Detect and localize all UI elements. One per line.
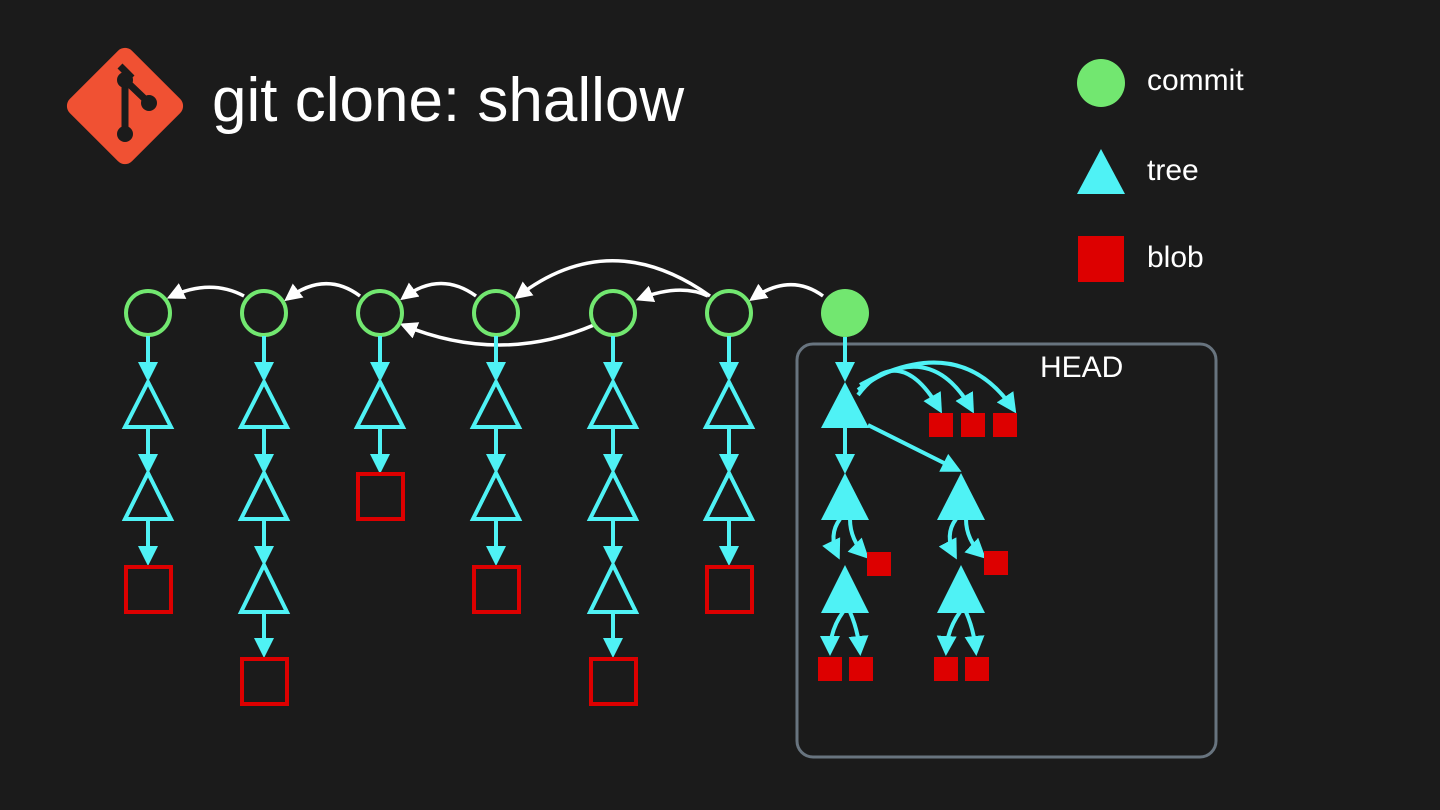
edge-c6-c5: [635, 285, 709, 303]
tree-node: [469, 377, 523, 429]
head-box: [795, 342, 1218, 759]
head-subtree-left: [821, 473, 869, 520]
tree-node: [237, 377, 291, 429]
legend-tree-label: tree: [1147, 154, 1199, 187]
tree-node: [121, 377, 175, 429]
tree-node: [353, 377, 407, 429]
blob-node: [867, 552, 891, 576]
commit-node: [240, 289, 288, 337]
head-root-tree: [821, 382, 869, 428]
commit-node: [705, 289, 753, 337]
blob-node: [961, 413, 985, 437]
edge-c6-c4: [514, 259, 712, 300]
legend-commit-label: commit: [1147, 64, 1244, 97]
slide-title: git clone: shallow: [212, 66, 685, 135]
commit-column-6: [702, 289, 756, 614]
edge-c7-c6: [749, 283, 825, 302]
edge-c3-c2: [284, 282, 362, 302]
commit-column-1: [121, 289, 175, 614]
commit-node: [589, 289, 637, 337]
blob-node: [818, 657, 842, 681]
edge-c5-c3: [399, 322, 595, 347]
blob-node: [356, 472, 405, 521]
blob-node: [993, 413, 1017, 437]
head-label: HEAD: [1040, 351, 1124, 384]
commit-column-5: [586, 289, 640, 706]
head-commit-node: [821, 289, 869, 337]
tree-node: [237, 560, 291, 614]
tree-node: [586, 468, 640, 521]
commit-parent-edges: [166, 259, 825, 347]
commit-column-3: [353, 289, 407, 521]
tree-node: [586, 560, 640, 614]
tree-node: [121, 468, 175, 521]
blob-node: [849, 657, 873, 681]
blob-node: [240, 657, 289, 706]
commit-column-2: [237, 289, 291, 706]
git-logo-icon: [66, 47, 184, 165]
commit-node: [356, 289, 404, 337]
tree-node: [237, 468, 291, 521]
head-subtree-right: [937, 473, 985, 520]
edge-c2-c1: [166, 283, 245, 299]
commit-column-4: [469, 289, 523, 614]
head-commit-column: [818, 289, 1017, 681]
legend-tree-icon: [1077, 149, 1125, 194]
blob-node: [984, 551, 1008, 575]
edge-c4-c3: [400, 281, 478, 301]
blob-node: [124, 565, 173, 614]
legend-commit-icon: [1077, 59, 1125, 107]
commit-node: [472, 289, 520, 337]
head-subtree-right-child: [937, 565, 985, 613]
legend-blob-label: blob: [1147, 241, 1204, 274]
blob-node: [705, 565, 754, 614]
legend-blob-icon: [1078, 236, 1124, 282]
blob-node: [472, 565, 521, 614]
commit-node: [124, 289, 172, 337]
blob-node: [965, 657, 989, 681]
tree-node: [702, 377, 756, 429]
tree-node: [586, 377, 640, 429]
blob-node: [589, 657, 638, 706]
tree-node: [702, 468, 756, 521]
blob-node: [934, 657, 958, 681]
head-subtree-left-child: [821, 565, 869, 613]
blob-node: [929, 413, 953, 437]
tree-node: [469, 468, 523, 521]
